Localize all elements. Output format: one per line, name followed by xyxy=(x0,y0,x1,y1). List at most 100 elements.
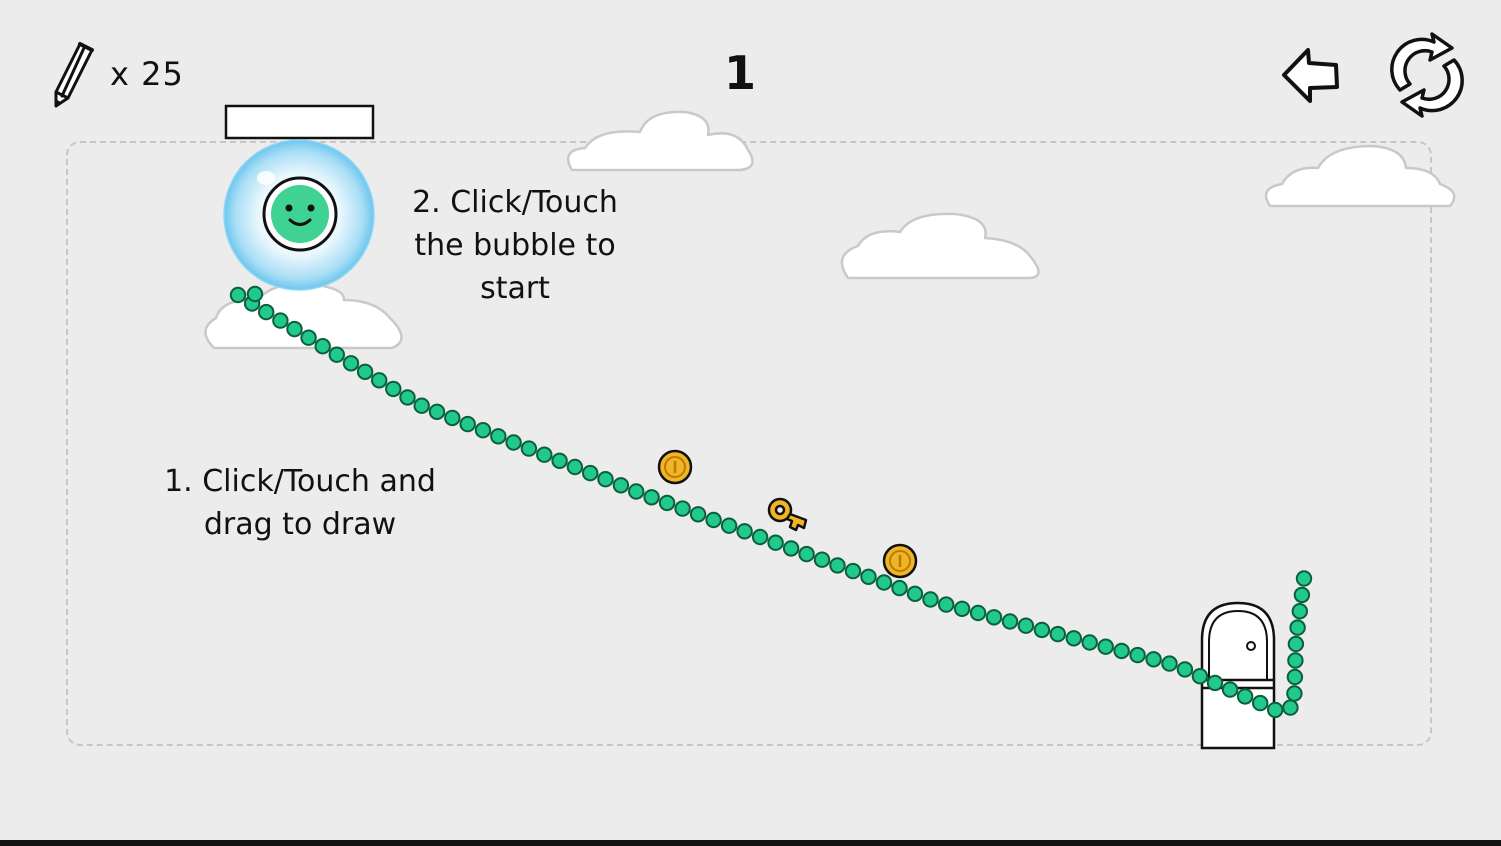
line-dot xyxy=(860,568,877,585)
line-dot xyxy=(428,403,446,420)
line-dot xyxy=(938,596,955,613)
line-dot xyxy=(520,440,538,457)
line-dot xyxy=(582,464,599,482)
hint-tap-bubble: 2. Click/Touch the bubble to start xyxy=(390,181,640,310)
back-button[interactable] xyxy=(1278,44,1342,106)
coin-icon xyxy=(882,543,918,579)
line-dot xyxy=(371,372,388,389)
line-dot xyxy=(1221,681,1239,698)
line-dot xyxy=(751,528,769,546)
line-dot xyxy=(413,397,430,414)
line-dot xyxy=(720,517,738,534)
line-dot xyxy=(798,545,815,563)
line-dot xyxy=(505,434,522,451)
line-dot xyxy=(1236,688,1254,705)
line-dot xyxy=(246,285,264,303)
line-dot xyxy=(1129,646,1146,664)
line-dot xyxy=(300,329,317,346)
line-dot xyxy=(566,458,584,476)
line-dot xyxy=(1286,685,1303,702)
line-dot xyxy=(258,303,275,321)
play-area[interactable] xyxy=(66,141,1432,746)
line-dot xyxy=(1286,668,1304,686)
line-dot xyxy=(1287,652,1304,669)
cloud xyxy=(1264,144,1456,208)
line-dot xyxy=(906,585,924,602)
line-dot xyxy=(628,483,645,500)
hint-drag-to-draw: 1. Click/Touch and drag to draw xyxy=(150,460,450,546)
bottom-bar xyxy=(0,840,1501,846)
restart-button[interactable] xyxy=(1386,32,1468,118)
line-dot xyxy=(1289,619,1306,636)
line-dot xyxy=(767,534,784,551)
line-dot xyxy=(229,286,247,304)
hint-line: drag to draw xyxy=(203,507,397,542)
line-dot xyxy=(1282,699,1299,716)
level-number: 1 xyxy=(723,46,756,100)
line-dot xyxy=(922,591,939,608)
line-dot xyxy=(314,338,331,355)
line-dot xyxy=(1017,617,1035,634)
line-dot xyxy=(1252,694,1269,712)
line-dot xyxy=(551,452,568,469)
line-dot xyxy=(536,446,553,463)
hint-line: the bubble to xyxy=(414,228,616,263)
line-dot xyxy=(1295,570,1313,587)
line-dot xyxy=(1287,635,1305,653)
line-dot xyxy=(1267,701,1284,719)
line-dot xyxy=(1145,651,1162,668)
line-dot xyxy=(612,477,630,494)
line-dot xyxy=(444,409,461,427)
back-arrow-icon xyxy=(1282,48,1339,103)
line-dot xyxy=(1097,638,1114,655)
line-dot xyxy=(490,428,507,445)
line-dot xyxy=(674,500,691,517)
line-dot xyxy=(399,389,416,406)
line-dot xyxy=(969,604,987,622)
key-icon xyxy=(767,497,808,532)
line-dot xyxy=(689,506,707,523)
line-dot xyxy=(1206,674,1224,692)
line-dot xyxy=(1081,634,1098,651)
line-dot xyxy=(736,523,753,540)
hint-line: 1. Click/Touch and xyxy=(164,464,436,499)
line-dot xyxy=(875,574,893,591)
line-dot xyxy=(474,422,492,439)
drawn-line xyxy=(229,285,1313,719)
line-dot xyxy=(782,540,800,557)
restart-icon xyxy=(1390,32,1464,118)
line-dot xyxy=(985,609,1003,626)
cloud xyxy=(840,212,1040,280)
line-dot xyxy=(844,562,862,580)
line-dot xyxy=(328,346,345,363)
line-dot xyxy=(1001,613,1019,630)
line-dot xyxy=(813,551,831,568)
pencil-count: x 25 xyxy=(110,55,184,93)
line-dot xyxy=(1291,603,1309,620)
line-dot xyxy=(1293,586,1311,604)
line-dot xyxy=(891,579,908,597)
line-dot xyxy=(643,489,660,506)
cloud xyxy=(566,110,754,172)
line-dot xyxy=(1065,630,1083,647)
line-dot xyxy=(286,320,303,338)
line-dot xyxy=(356,363,374,380)
line-dot xyxy=(705,511,722,529)
line-dot xyxy=(1176,661,1194,678)
hint-line: 2. Click/Touch xyxy=(412,185,618,220)
line-dot xyxy=(829,557,846,574)
line-dot xyxy=(597,471,614,488)
line-dot xyxy=(1049,625,1067,643)
line-dot xyxy=(272,312,289,329)
line-dot xyxy=(1033,621,1051,639)
line-dot xyxy=(1191,668,1209,685)
line-dot xyxy=(953,600,971,617)
line-dot xyxy=(342,355,360,372)
line-dot xyxy=(658,494,676,512)
line-dot xyxy=(1113,642,1130,660)
coin-icon xyxy=(657,449,693,485)
hint-line: start xyxy=(480,271,550,306)
bubble[interactable] xyxy=(223,139,375,291)
line-dot xyxy=(385,380,402,398)
